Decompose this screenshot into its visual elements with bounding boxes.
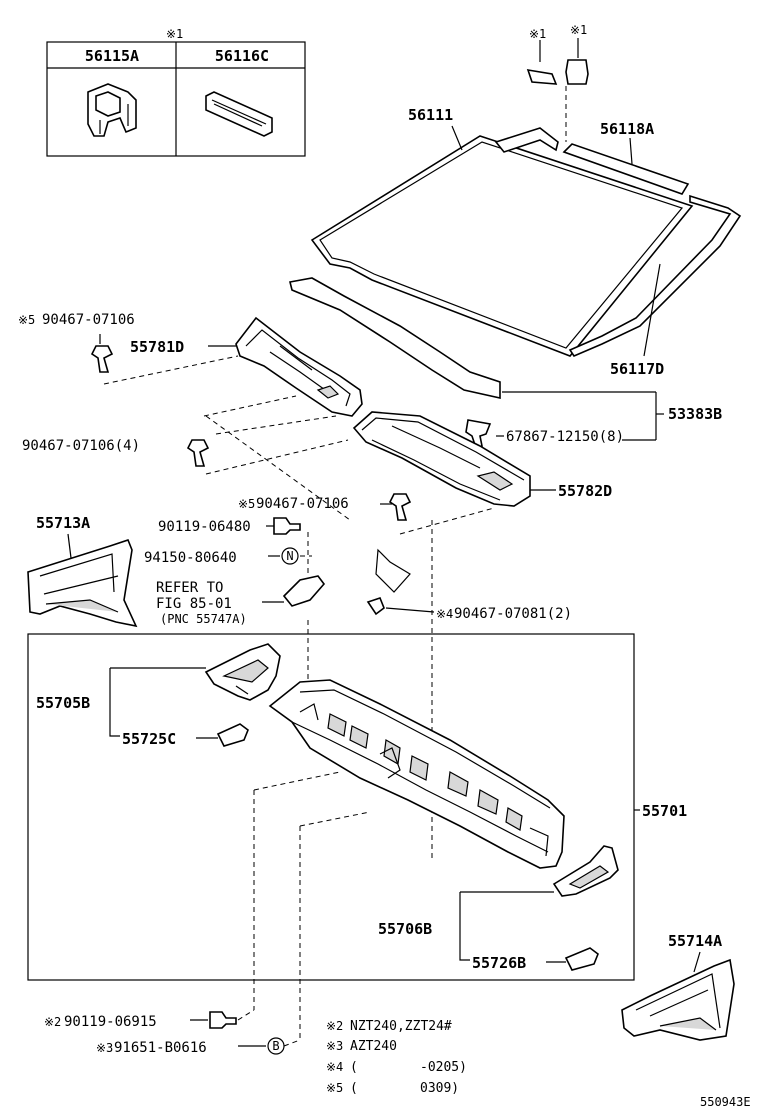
bolt-90119-06915 bbox=[209, 1011, 237, 1029]
figure-code: 550943E bbox=[700, 1095, 751, 1109]
cowl-top-right-55782D bbox=[352, 411, 531, 507]
clip-marker-right: ※1 bbox=[570, 23, 587, 37]
marker-5-top: ※5 bbox=[18, 313, 35, 327]
marker-2: ※2 bbox=[44, 1015, 61, 1029]
clip-90467-pair bbox=[186, 439, 210, 467]
part-label-94150-80640: 94150-80640 bbox=[144, 550, 237, 566]
clip-56115A-drawing bbox=[87, 83, 137, 137]
clip-90467-07081 bbox=[366, 548, 411, 616]
side-panel-left-55713A bbox=[27, 539, 138, 628]
refer-line-1: REFER TO bbox=[156, 580, 223, 596]
part-label-55706B: 55706B bbox=[378, 920, 432, 938]
note-marker-3: ※3 bbox=[326, 1039, 343, 1053]
note-marker-2: ※2 bbox=[326, 1019, 343, 1033]
clip-56116C-drawing bbox=[205, 91, 273, 137]
part-label-55782D: 55782D bbox=[558, 482, 612, 500]
pad-55726B bbox=[564, 947, 599, 971]
circle-mark-n-letter: N bbox=[286, 549, 293, 563]
footnotes: ※2 NZT240,ZZT24# ※3 AZT240 ※4 ( -0205) ※… bbox=[326, 1019, 467, 1096]
inset-marker: ※1 bbox=[166, 27, 183, 41]
part-label-91651-B0616: 91651-B0616 bbox=[114, 1040, 207, 1056]
bracket-55705B bbox=[204, 643, 281, 701]
note-5-close: 0309) bbox=[420, 1081, 459, 1096]
bracket-55747A bbox=[282, 575, 326, 607]
side-panel-right-55714A bbox=[621, 958, 735, 1041]
part-label-56115A: 56115A bbox=[85, 47, 139, 65]
clip-marker-left: ※1 bbox=[529, 27, 546, 41]
assembly-box-55701 bbox=[27, 633, 635, 981]
part-label-53383B: 53383B bbox=[668, 405, 722, 423]
note-2-text: NZT240,ZZT24# bbox=[350, 1019, 452, 1034]
pad-55725C bbox=[216, 723, 249, 747]
clip-90467-mid bbox=[388, 493, 412, 521]
part-label-56116C: 56116C bbox=[215, 47, 269, 65]
part-label-55713A: 55713A bbox=[36, 514, 90, 532]
marker-5-mid: ※5 bbox=[238, 497, 255, 511]
refer-line-3: (PNC 55747A) bbox=[160, 612, 247, 626]
note-5-open: ( bbox=[350, 1081, 358, 1096]
bolt-90119-06480 bbox=[273, 517, 301, 535]
part-label-55725C: 55725C bbox=[122, 730, 176, 748]
part-label-55781D: 55781D bbox=[130, 338, 184, 356]
fastener-67867 bbox=[465, 419, 504, 450]
marker-4: ※4 bbox=[436, 607, 453, 621]
part-label-56111: 56111 bbox=[408, 106, 453, 124]
clip-90467-top bbox=[90, 334, 114, 373]
dam-strip-lower bbox=[289, 277, 501, 399]
part-label-56118A: 56118A bbox=[600, 120, 654, 138]
note-marker-5: ※5 bbox=[326, 1081, 343, 1095]
moulding-upper: 56118A bbox=[494, 120, 742, 357]
note-4-close: -0205) bbox=[420, 1060, 467, 1075]
top-clips: ※1 ※1 bbox=[526, 23, 589, 142]
part-label-55726B: 55726B bbox=[472, 954, 526, 972]
circle-mark-n bbox=[281, 547, 299, 565]
marker-3: ※3 bbox=[96, 1041, 113, 1055]
cowl-panel-55701 bbox=[268, 679, 565, 869]
refer-line-2: FIG 85-01 bbox=[156, 596, 232, 612]
part-label-90119-06915: 90119-06915 bbox=[64, 1014, 157, 1030]
note-4-open: ( bbox=[350, 1060, 358, 1075]
bracket-55706B bbox=[552, 845, 619, 897]
note-3-text: AZT240 bbox=[350, 1039, 397, 1054]
clip-56116C-small bbox=[526, 68, 558, 85]
part-label-55714A: 55714A bbox=[668, 932, 722, 950]
cowl-top-left-55781D bbox=[235, 316, 363, 417]
part-label-56117D: 56117D bbox=[610, 360, 664, 378]
part-label-90119-06480: 90119-06480 bbox=[158, 519, 251, 535]
circle-mark-b-letter: B bbox=[272, 1039, 279, 1053]
part-label-90467-07106-4: 90467-07106(4) bbox=[22, 438, 140, 454]
clip-inset: ※1 56115A 56116C bbox=[46, 27, 306, 157]
part-label-55705B: 55705B bbox=[36, 694, 90, 712]
part-label-55701: 55701 bbox=[642, 802, 687, 820]
part-label-90467-07081: 90467-07081(2) bbox=[454, 606, 572, 622]
part-label-67867-12150: 67867-12150(8) bbox=[506, 429, 624, 445]
part-label-90467-07106-top: 90467-07106 bbox=[42, 312, 135, 328]
clip-56115A-small bbox=[565, 59, 589, 85]
part-label-90467-07106-mid: 90467-07106 bbox=[256, 496, 349, 512]
note-marker-4: ※4 bbox=[326, 1060, 343, 1074]
